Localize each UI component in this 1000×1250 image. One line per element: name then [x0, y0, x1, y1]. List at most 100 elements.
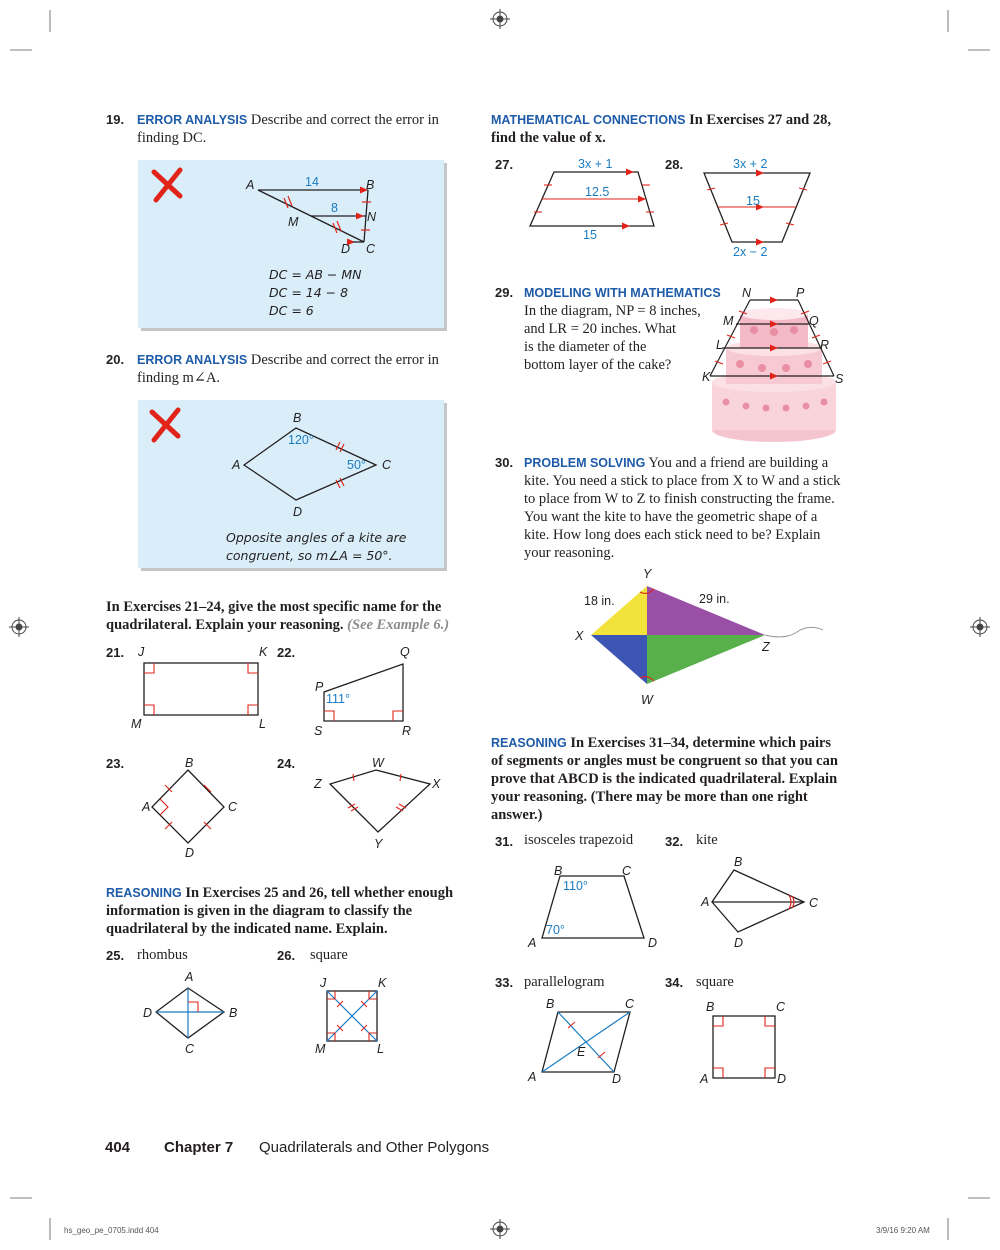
label-a: A [185, 970, 194, 984]
label-c: C [809, 896, 819, 910]
label-m: M [131, 717, 142, 731]
exercises-25-26-intro: REASONING In Exercises 25 and 26, tell w… [106, 884, 466, 938]
exercise-33-diagram [541, 1011, 631, 1073]
exercise-26-number: 26. [277, 948, 296, 963]
exercise-25-number: 25. [106, 948, 125, 963]
label-d: D [143, 1006, 153, 1020]
label-j: J [320, 976, 327, 990]
intro-text: In Exercises 21–24, give the most specif… [106, 599, 442, 633]
exercise-34-diagram [712, 1015, 776, 1079]
exercise-26-diagram [326, 990, 378, 1042]
label-b: B [229, 1006, 238, 1020]
chapter-title: Quadrilaterals and Other Polygons [259, 1139, 490, 1156]
label-z: Z [762, 640, 770, 654]
exercise-19-number: 19. [106, 112, 125, 127]
intro-text: In Exercises 31–34, determine which pair… [491, 735, 838, 823]
exercise-30-number: 30. [495, 455, 514, 470]
reasoning-heading: REASONING [491, 736, 567, 750]
exercise-31-diagram [541, 875, 645, 939]
problem-solving-heading: PROBLEM SOLVING [524, 456, 646, 470]
bottom-base-28: 2x − 2 [733, 245, 768, 259]
exercise-29-text: In the diagram, NP = 8 inches, and LR = … [524, 302, 701, 374]
exercise-34-name: square [696, 974, 734, 990]
label-b: B [366, 178, 375, 192]
midsegment-27: 12.5 [585, 185, 610, 199]
exercise-19-prompt: ERROR ANALYSIS Describe and correct the … [137, 111, 457, 147]
exercise-20-callout [138, 400, 444, 568]
exercise-25-diagram [154, 987, 226, 1039]
label-a: A [142, 800, 151, 814]
work-line: DC = 6 [269, 303, 314, 318]
label-a: A [701, 895, 710, 909]
cake-image [712, 308, 836, 442]
work-line: DC = AB − MN [269, 267, 362, 282]
exercise-22-diagram [323, 663, 404, 722]
kite-diagram [591, 586, 824, 684]
label-b: B [293, 411, 302, 425]
exercise-31-name: isosceles trapezoid [524, 832, 634, 848]
modeling-heading: MODELING WITH MATHEMATICS [524, 286, 721, 300]
label-y: Y [643, 567, 652, 581]
error-x-icon [149, 407, 181, 443]
error-x-icon [151, 167, 183, 203]
label-x: X [575, 629, 584, 643]
label-c: C [382, 458, 392, 472]
registration-mark-top [490, 9, 510, 29]
exercise-20-text: Describe and correct the error in findin… [137, 352, 439, 386]
angle-b: 120° [288, 433, 314, 447]
label-n: N [742, 286, 752, 300]
exercises-27-28-intro: MATHEMATICAL CONNECTIONS In Exercises 27… [491, 111, 851, 147]
label-b: B [554, 864, 563, 878]
text-line: In the diagram, NP = 8 inches, [524, 303, 701, 319]
label-q: Q [809, 314, 819, 328]
exercise-20-number: 20. [106, 352, 125, 367]
exercise-20-prompt: ERROR ANALYSIS Describe and correct the … [137, 351, 457, 387]
label-a: A [528, 1070, 537, 1084]
label-c: C [366, 242, 376, 256]
label-b: B [546, 997, 555, 1011]
exercise-30-prompt: PROBLEM SOLVING You and a friend are bui… [524, 454, 844, 562]
exercise-30-text: You and a friend are building a kite. Yo… [524, 455, 841, 561]
label-p: P [796, 286, 805, 300]
label-l: L [377, 1042, 384, 1056]
label-d: D [341, 242, 351, 256]
work-line: DC = 14 − 8 [269, 285, 349, 300]
label-c: C [228, 800, 238, 814]
exercise-20-work: Opposite angles of a kite are congruent,… [226, 529, 407, 565]
exercise-32-name: kite [696, 832, 718, 848]
cake-diagram [709, 296, 836, 442]
text-line: bottom layer of the cake? [524, 357, 672, 373]
label-a: A [700, 1072, 709, 1086]
label-b: B [734, 855, 743, 869]
exercise-33-name: parallelogram [524, 974, 605, 990]
length-ab: 14 [305, 175, 319, 189]
exercise-23-diagram [151, 769, 225, 844]
label-m: M [723, 314, 734, 328]
exercise-19-work: DC = AB − MN DC = 14 − 8 DC = 6 [269, 266, 361, 320]
label-x: X [432, 777, 441, 791]
angle-b: 110° [563, 879, 588, 893]
text-line: is the diameter of the [524, 339, 647, 355]
label-m: M [288, 215, 299, 229]
label-q: Q [400, 645, 410, 659]
exercise-20-diagram [149, 407, 378, 501]
label-k: K [702, 370, 711, 384]
exercise-27-number: 27. [495, 157, 514, 172]
work-line: Opposite angles of a kite are [226, 530, 407, 545]
exercise-19-text: Describe and correct the error in findin… [137, 112, 439, 146]
label-c: C [776, 1000, 786, 1014]
label-a: A [232, 458, 241, 472]
see-example-link[interactable]: (See Example 6.) [347, 617, 450, 633]
label-b: B [706, 1000, 715, 1014]
label-z: Z [314, 777, 322, 791]
label-d: D [777, 1072, 787, 1086]
print-slug-date: 3/9/16 9:20 AM [876, 1226, 930, 1235]
label-a: A [528, 936, 537, 950]
length-mn: 8 [331, 201, 338, 215]
exercise-21-diagram [143, 662, 259, 716]
exercise-24-diagram [328, 769, 432, 833]
label-c: C [185, 1042, 195, 1056]
work-line: congruent, so m∠A = 50°. [226, 548, 393, 563]
kite-image [591, 586, 824, 684]
